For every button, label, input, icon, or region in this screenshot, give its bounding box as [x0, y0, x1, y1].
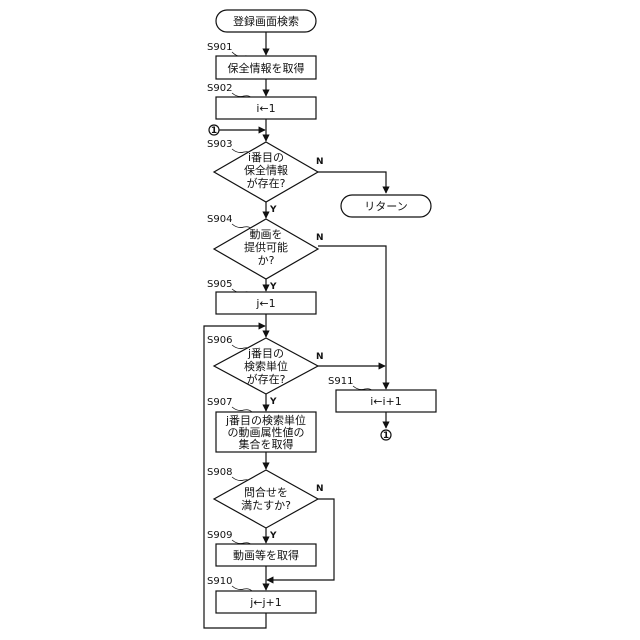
- yes-label-s903: Y: [269, 205, 277, 215]
- no-label-s908: N: [316, 484, 324, 494]
- step-text-s910: j←j+1: [249, 596, 282, 609]
- decision-s903: S903 i番目の 保全情報 が存在?: [207, 139, 318, 202]
- step-label-s911: S911: [328, 376, 353, 387]
- step-s905: S905 j←1: [207, 279, 316, 314]
- step-s902: S902 i←1: [207, 83, 316, 119]
- step-label-s903: S903: [207, 139, 232, 150]
- no-label-s903: N: [316, 157, 324, 167]
- decision-line-s908-2: 満たすか?: [241, 499, 291, 512]
- leader-s910: [232, 586, 252, 591]
- step-label-s909: S909: [207, 530, 232, 541]
- return-terminal: リターン: [341, 195, 431, 217]
- step-line-s907-2: の動画属性値の: [228, 425, 305, 439]
- step-s911: S911 i←i+1: [328, 376, 436, 412]
- connector-out: 1: [381, 430, 391, 441]
- step-label-s902: S902: [207, 83, 232, 94]
- yes-label-s908: Y: [269, 531, 277, 541]
- step-text-s909: 動画等を取得: [233, 548, 299, 562]
- step-label-s906: S906: [207, 335, 232, 346]
- decision-line-s906-3: が存在?: [247, 372, 286, 386]
- connector-out-label: 1: [383, 431, 389, 441]
- leader-s907: [232, 407, 252, 412]
- step-text-s905: j←1: [255, 297, 275, 310]
- step-s907: S907 j番目の検索単位 の動画属性値の 集合を取得: [207, 397, 316, 452]
- decision-line-s908-1: 問合せを: [244, 485, 288, 499]
- start-label: 登録画面検索: [233, 14, 299, 28]
- step-text-s901: 保全情報を取得: [228, 61, 305, 75]
- step-label-s905: S905: [207, 279, 232, 290]
- no-label-s904: N: [316, 233, 324, 243]
- decision-line-s903-1: i番目の: [248, 151, 284, 164]
- step-line-s907-3: 集合を取得: [239, 437, 294, 451]
- step-label-s904: S904: [207, 214, 232, 225]
- connector-in-label: 1: [211, 126, 217, 136]
- step-s909: S909 動画等を取得: [207, 530, 316, 566]
- decision-s906: S906 j番目の 検索単位 が存在?: [207, 335, 318, 394]
- return-label: リターン: [364, 200, 407, 213]
- edge-s903-no: [318, 172, 386, 193]
- step-label-s907: S907: [207, 397, 232, 408]
- no-label-s906: N: [316, 352, 324, 362]
- step-label-s908: S908: [207, 467, 232, 478]
- decision-line-s904-3: か?: [258, 254, 275, 267]
- yes-label-s904: Y: [269, 282, 277, 292]
- step-label-s910: S910: [207, 576, 232, 587]
- step-s901: S901 保全情報を取得: [207, 42, 316, 79]
- decision-line-s903-3: が存在?: [247, 176, 286, 190]
- decision-line-s904-2: 提供可能: [244, 240, 288, 254]
- decision-line-s906-2: 検索単位: [244, 359, 288, 373]
- decision-line-s904-1: 動画を: [250, 227, 283, 241]
- step-label-s901: S901: [207, 42, 232, 53]
- step-text-s902: i←1: [256, 102, 275, 115]
- decision-s908: S908 問合せを 満たすか?: [207, 467, 318, 528]
- decision-line-s903-2: 保全情報: [244, 163, 288, 177]
- decision-s904: S904 動画を 提供可能 か?: [207, 214, 318, 279]
- step-text-s911: i←i+1: [370, 395, 402, 408]
- start-terminal: 登録画面検索: [216, 10, 316, 32]
- yes-label-s906: Y: [269, 397, 277, 407]
- step-s910: S910 j←j+1: [207, 576, 316, 613]
- decision-line-s906-1: j番目の: [247, 347, 284, 360]
- edge-s904-no: [318, 246, 386, 389]
- connector-in: 1: [209, 125, 219, 136]
- step-line-s907-1: j番目の検索単位: [225, 413, 306, 427]
